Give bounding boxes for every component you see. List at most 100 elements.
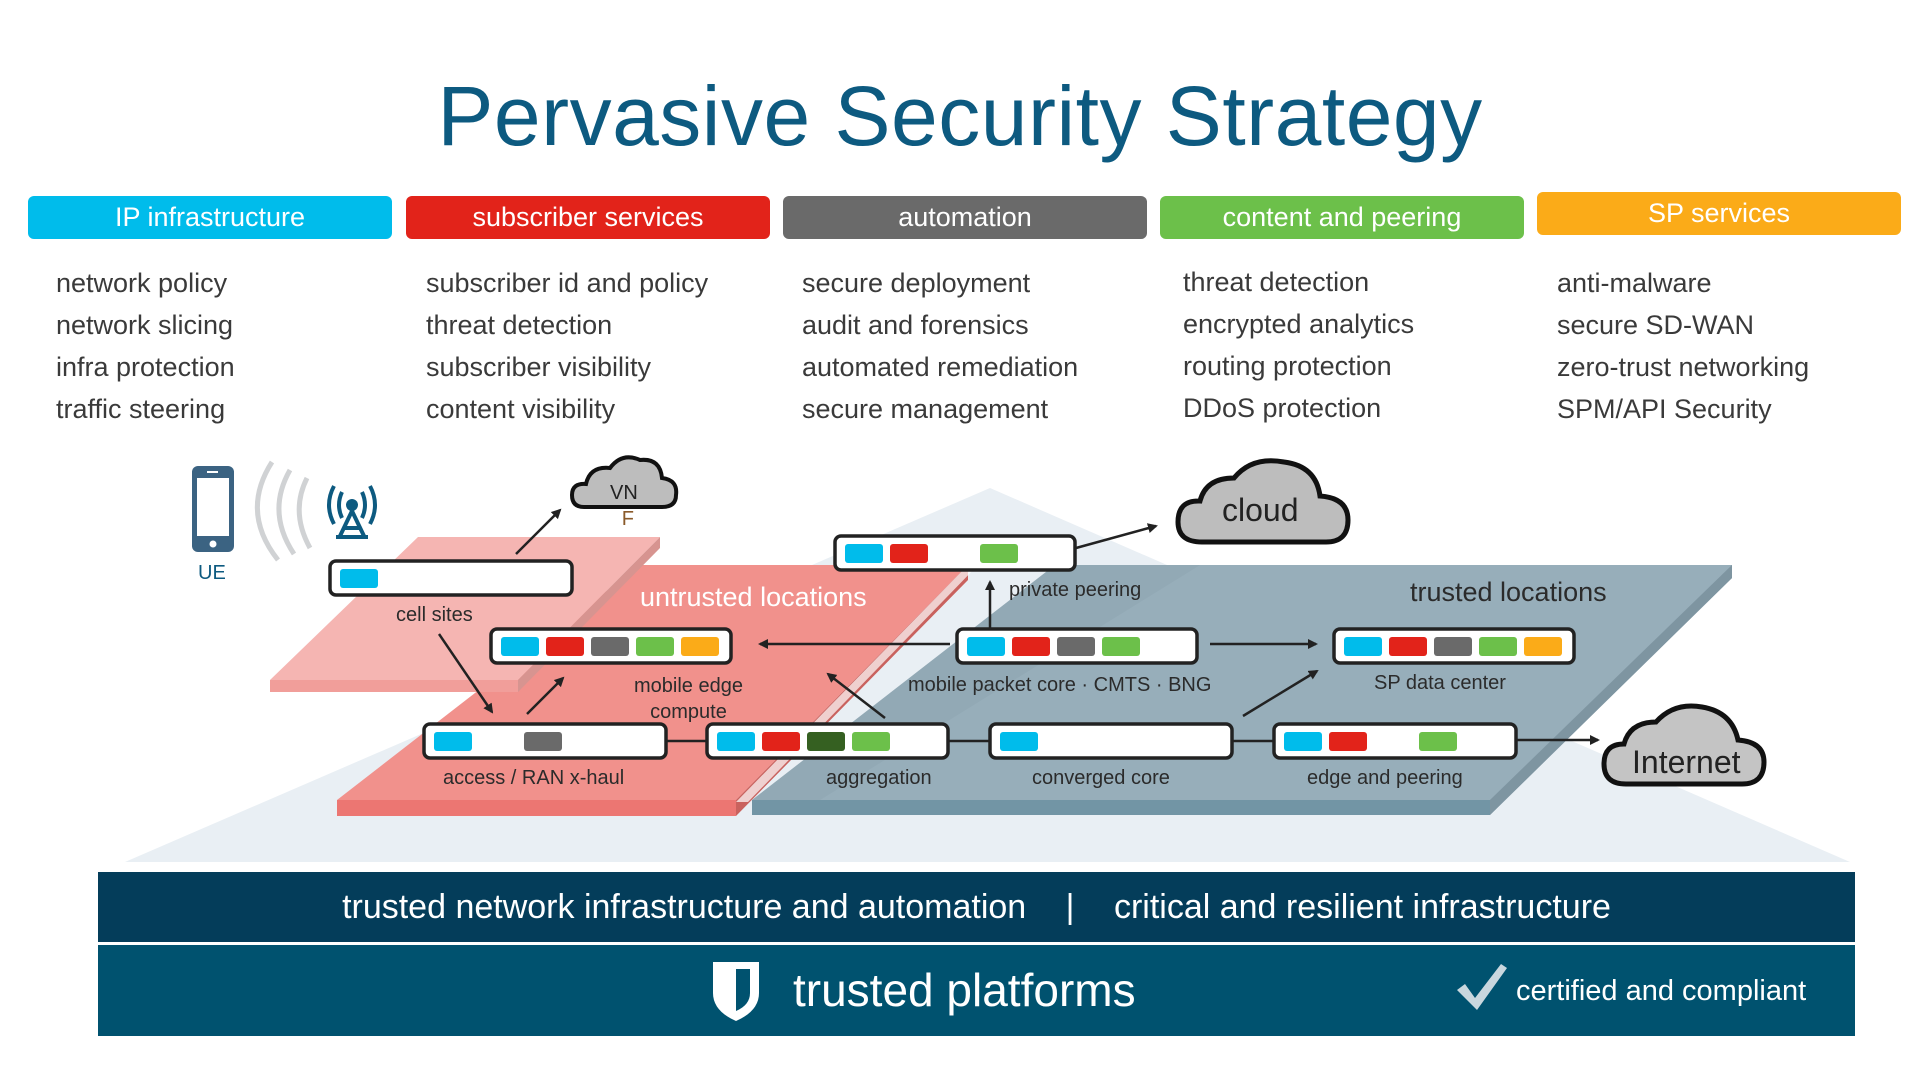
list-item: secure management — [802, 394, 1049, 424]
certified-compliant-label: certified and compliant — [1516, 975, 1807, 1007]
phone-icon — [192, 466, 234, 552]
list-automation: secure deployment audit and forensics au… — [802, 262, 1078, 430]
arrow-access-to-mec — [526, 676, 565, 715]
chip-blue — [967, 637, 1005, 656]
chip-blue — [1000, 732, 1038, 751]
list-item: content visibility — [426, 394, 616, 424]
chip-green — [1479, 637, 1517, 656]
list-content-and-peering: threat detection encrypted analytics rou… — [1183, 261, 1414, 429]
ue-label: UE — [198, 562, 226, 584]
list-item: audit and forensics — [802, 310, 1029, 340]
mobile-edge-label-line2: compute — [650, 701, 727, 723]
edge-peering-label: edge and peering — [1307, 767, 1463, 789]
list-item: traffic steering — [56, 394, 226, 424]
list-item: subscriber visibility — [426, 352, 652, 382]
header-subscriber-services: subscriber services — [406, 196, 770, 239]
untrusted-locations-label: untrusted locations — [640, 582, 867, 612]
list-item: DDoS protection — [1183, 393, 1382, 423]
node-data-center — [1332, 627, 1576, 665]
trusted-locations-label: trusted locations — [1410, 577, 1607, 607]
list-item: secure SD-WAN — [1557, 310, 1755, 340]
list-item: secure deployment — [802, 268, 1031, 298]
page-title: Pervasive Security Strategy — [437, 69, 1483, 163]
infrastructure-band-left: trusted network infrastructure and autom… — [342, 888, 1027, 926]
chip-darkgreen — [807, 732, 845, 751]
platforms-band: trusted platforms certified and complian… — [98, 945, 1855, 1036]
chip-orange — [1524, 637, 1562, 656]
cloud-icon — [1175, 458, 1351, 545]
list-item: SPM/API Security — [1557, 394, 1772, 424]
node-aggregation — [705, 722, 950, 760]
vnf-label: VN F — [610, 480, 638, 532]
band-separator: | — [1065, 888, 1075, 926]
packet-core-label: mobile packet core · CMTS · BNG — [908, 674, 1212, 696]
chip-green — [636, 637, 674, 656]
node-packet-core — [955, 627, 1199, 665]
node-private-peering — [833, 534, 1077, 572]
list-sp-services: anti-malware secure SD-WAN zero-trust ne… — [1557, 262, 1809, 430]
chip-green — [980, 544, 1018, 563]
chip-blue — [845, 544, 883, 563]
chip-blue — [1344, 637, 1382, 656]
chip-gray — [1434, 637, 1472, 656]
chip-gray — [524, 732, 562, 751]
chip-red — [762, 732, 800, 751]
infrastructure-band: trusted network infrastructure and autom… — [98, 872, 1855, 942]
cell-sites-label: cell sites — [396, 604, 473, 626]
vnf-label-line2: F — [621, 508, 634, 530]
chip-blue — [501, 637, 539, 656]
node-converged-core — [988, 722, 1234, 760]
chip-blue — [717, 732, 755, 751]
list-item: infra protection — [56, 352, 235, 382]
list-ip-infrastructure: network policy network slicing infra pro… — [56, 262, 235, 430]
list-item: threat detection — [426, 310, 613, 340]
chip-gray — [591, 637, 629, 656]
cell-tower-icon — [327, 485, 377, 539]
list-item: zero-trust networking — [1557, 352, 1810, 382]
chip-gray — [1057, 637, 1095, 656]
chip-red — [1389, 637, 1427, 656]
shield-icon — [713, 962, 759, 1021]
node-access — [422, 722, 668, 760]
vnf-cloud-icon — [569, 455, 679, 509]
aggregation-label: aggregation — [826, 767, 932, 789]
list-item: threat detection — [1183, 267, 1370, 297]
mobile-edge-label-line1: mobile edge — [634, 675, 743, 697]
list-item: network slicing — [56, 310, 234, 340]
trusted-platforms-label: trusted platforms — [793, 964, 1136, 1016]
connectors — [437, 508, 1600, 745]
chip-blue — [340, 569, 378, 588]
arrow-private-to-cloud — [1075, 523, 1158, 550]
converged-core-label: converged core — [1032, 767, 1170, 789]
node-box — [328, 559, 574, 597]
internet-label: Internet — [1632, 744, 1741, 780]
access-label: access / RAN x-haul — [443, 767, 625, 789]
list-item: routing protection — [1183, 351, 1392, 381]
chip-red — [1329, 732, 1367, 751]
list-subscriber-services: subscriber id and policy threat detectio… — [426, 262, 708, 430]
cloud-label: cloud — [1222, 492, 1299, 528]
arrow-converged-to-dc — [1242, 669, 1319, 718]
internet-cloud-icon — [1601, 703, 1767, 787]
chip-orange — [681, 637, 719, 656]
header-content-and-peering: content and peering — [1160, 196, 1524, 239]
arrow-agg-to-mec — [826, 672, 886, 719]
node-box — [988, 722, 1234, 760]
list-item: network policy — [56, 268, 228, 298]
chip-red — [546, 637, 584, 656]
header-sp-services: SP services — [1537, 192, 1901, 235]
data-center-label: SP data center — [1374, 672, 1506, 694]
chip-blue — [434, 732, 472, 751]
mobile-edge-label: mobile edge compute — [634, 673, 743, 725]
chip-red — [890, 544, 928, 563]
checkmark-icon — [1457, 964, 1507, 1010]
node-mobile-edge — [489, 627, 733, 665]
arrow-cell-to-access — [437, 633, 494, 714]
private-peering-label: private peering — [1009, 579, 1142, 601]
header-ip-infrastructure: IP infrastructure — [28, 196, 392, 239]
list-item: encrypted analytics — [1183, 309, 1415, 339]
chip-green — [1102, 637, 1140, 656]
chip-green — [852, 732, 890, 751]
list-item: subscriber id and policy — [426, 268, 709, 298]
